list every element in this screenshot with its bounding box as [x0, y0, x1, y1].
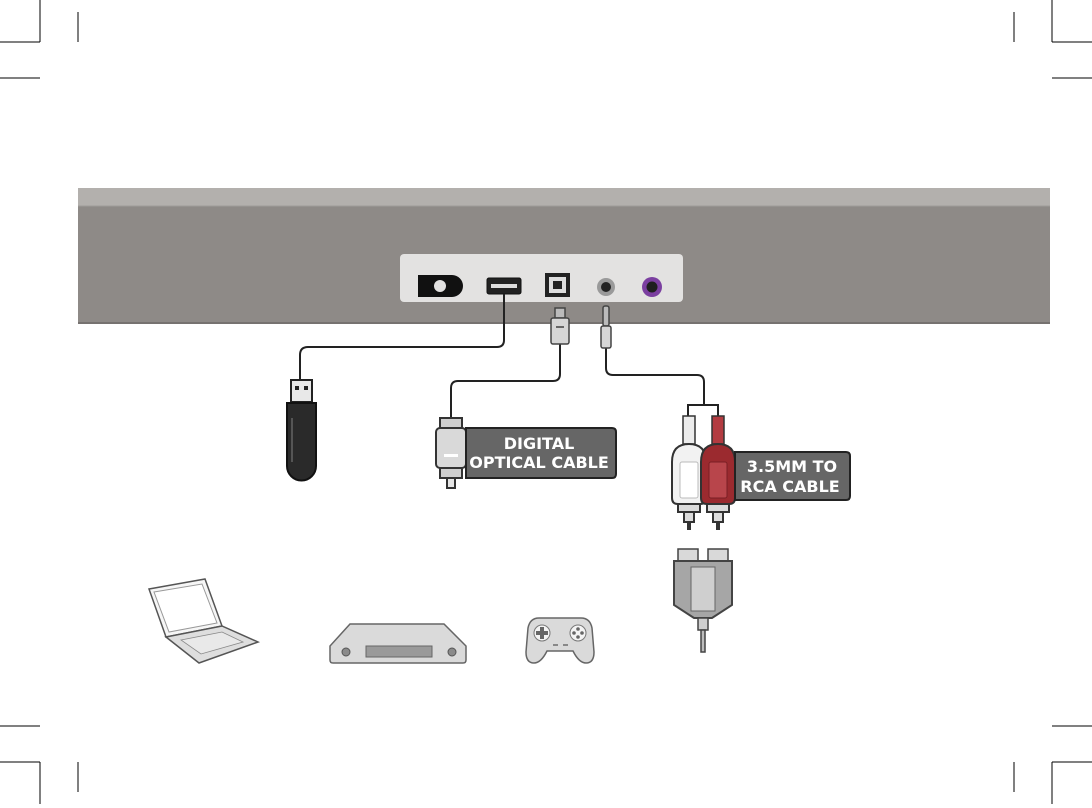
- optical-label-line2: OPTICAL CABLE: [469, 453, 609, 472]
- gamepad-icon: [526, 618, 594, 663]
- rca-plugs-icon: [672, 416, 735, 530]
- usb-drive-icon: [287, 380, 316, 481]
- port-panel: [400, 254, 683, 302]
- optical-port-icon: [545, 273, 570, 297]
- digital-optical-cable-label: DIGITAL OPTICAL CABLE: [466, 428, 616, 478]
- optical-label-line1: DIGITAL: [504, 434, 575, 453]
- rca-label-line1: 3.5MM TO: [747, 457, 837, 476]
- rca-label-line2: RCA CABLE: [740, 477, 839, 496]
- optical-cable: [451, 344, 560, 418]
- aux-plug-top-icon: [601, 306, 611, 348]
- rca-to-35mm-adapter-icon: [674, 549, 732, 652]
- optical-plug-icon: [436, 418, 466, 488]
- power-port-icon: [418, 275, 463, 297]
- aux-cable: [606, 348, 704, 405]
- media-player-icon: [330, 624, 466, 663]
- dc-port-icon: [642, 277, 662, 297]
- aux-port-icon: [597, 278, 615, 296]
- laptop-icon: [149, 579, 258, 663]
- rca-split: [688, 405, 718, 416]
- rca-cable-label: 3.5MM TO RCA CABLE: [735, 452, 850, 500]
- usb-port-icon: [487, 278, 521, 294]
